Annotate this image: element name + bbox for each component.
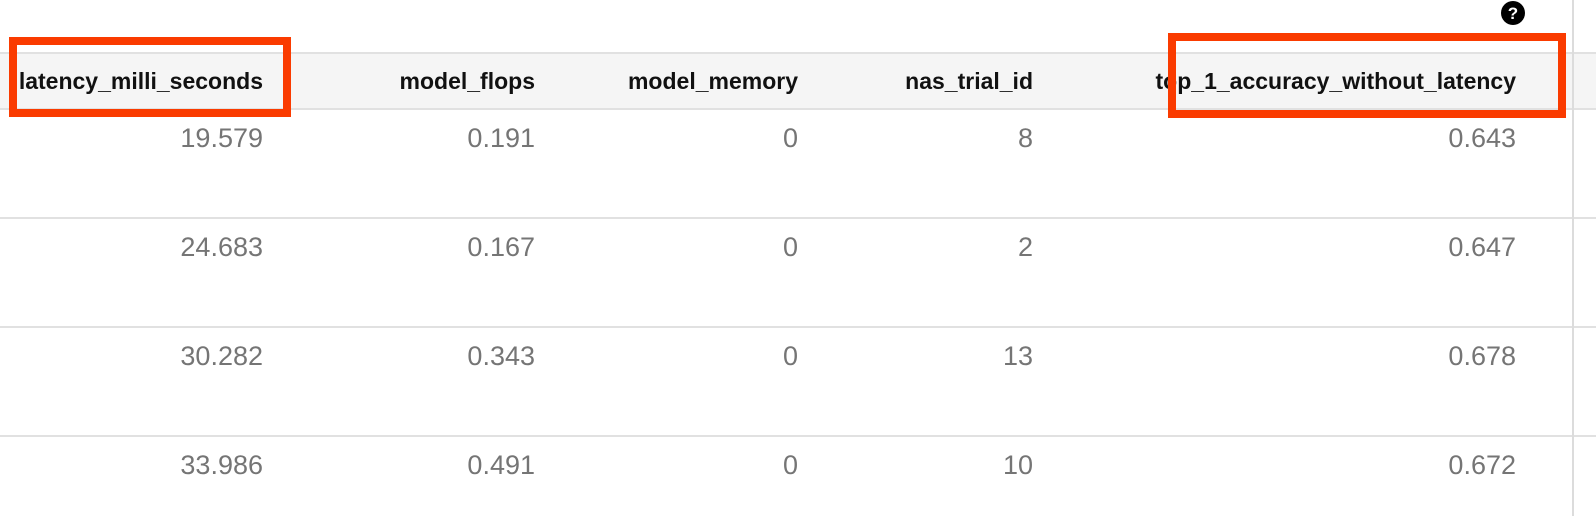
header-row: latency_milli_seconds model_flops model_…: [0, 52, 1596, 110]
column-header-model-flops[interactable]: model_flops: [283, 52, 555, 110]
table-cell: 10: [818, 436, 1053, 516]
table-row: 33.986 0.491 0 10 0.672: [0, 436, 1596, 516]
column-header-stub: [1573, 52, 1596, 110]
column-header-nas-trial-id[interactable]: nas_trial_id: [818, 52, 1053, 110]
table-cell: 19.579: [0, 109, 283, 219]
column-header-latency-milli-seconds[interactable]: latency_milli_seconds: [0, 52, 283, 110]
table-cell: 13: [818, 327, 1053, 437]
table-cell: 0: [555, 436, 818, 516]
table-cell: 24.683: [0, 218, 283, 328]
table-cell: 0.643: [1053, 109, 1573, 219]
trials-table: latency_milli_seconds model_flops model_…: [0, 52, 1596, 516]
table-row: 19.579 0.191 0 8 0.643: [0, 109, 1596, 219]
table-cell-stub: [1573, 218, 1596, 328]
table-cell: 0.491: [283, 436, 555, 516]
table-cell: 0: [555, 218, 818, 328]
table-cell: 0.343: [283, 327, 555, 437]
table-row: 30.282 0.343 0 13 0.678: [0, 327, 1596, 437]
column-header-model-memory[interactable]: model_memory: [555, 52, 818, 110]
table-cell: 0.191: [283, 109, 555, 219]
help-icon[interactable]: ?: [1501, 1, 1525, 25]
table-cell: 0: [555, 109, 818, 219]
table-cell-stub: [1573, 436, 1596, 516]
table-cell: 0: [555, 327, 818, 437]
table-cell: 2: [818, 218, 1053, 328]
table-cell: 0.678: [1053, 327, 1573, 437]
column-separator-line: [1572, 0, 1574, 516]
table-cell-stub: [1573, 327, 1596, 437]
table-row: 24.683 0.167 0 2 0.647: [0, 218, 1596, 328]
table-cell: 0.647: [1053, 218, 1573, 328]
column-header-top-1-accuracy-without-latency[interactable]: top_1_accuracy_without_latency: [1053, 52, 1573, 110]
table-cell: 0.167: [283, 218, 555, 328]
table-cell-stub: [1573, 109, 1596, 219]
table-cell: 30.282: [0, 327, 283, 437]
table-cell: 33.986: [0, 436, 283, 516]
table-cell: 8: [818, 109, 1053, 219]
table-cell: 0.672: [1053, 436, 1573, 516]
